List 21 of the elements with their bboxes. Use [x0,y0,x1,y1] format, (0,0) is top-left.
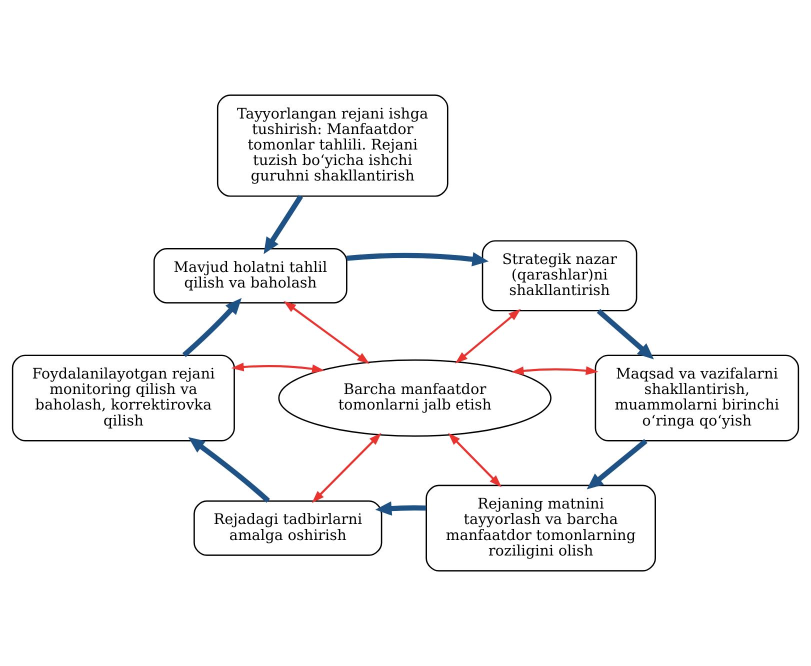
node-box: Rejadagi tadbirlarni amalga oshirish [194,500,382,556]
arrow [312,432,382,503]
node-box: Tayyorlangan rejani ishga tushirish: Manfaatdor tomonlar tahlili. Rejani tuzish bo‘yicha ishchi guruhni shakllantirish [216,94,448,197]
node-ellipse: Barcha manfaatdor tomonlarni jalb etish [278,359,552,437]
arrow [231,362,325,374]
arrow [346,252,489,266]
arrow [188,437,270,503]
arrow [264,194,304,254]
arrow [586,439,648,490]
node-box: Maqsad va vazifalarni shakllantirish, muammolarni birinchi o‘ringa qo‘yish [594,354,800,442]
arrow [596,308,654,360]
arrow [455,308,521,364]
arrow [284,301,370,364]
arrow [448,432,502,488]
node-box: Mavjud holatni tahlil qilish va baholash [153,248,348,304]
node-box: Rejaning matnini tayyorlash va barcha manfaatdor tomonlarning roziligini olish [426,484,656,572]
node-box: Strategik nazar (qarashlar)ni shakllantirish [482,240,638,312]
arrow [375,501,426,516]
arrow [511,366,598,376]
node-box: Foydalanilayotgan rejani monitoring qilish va baholash, korrektirovka qilish [12,354,235,442]
arrow [182,298,242,358]
